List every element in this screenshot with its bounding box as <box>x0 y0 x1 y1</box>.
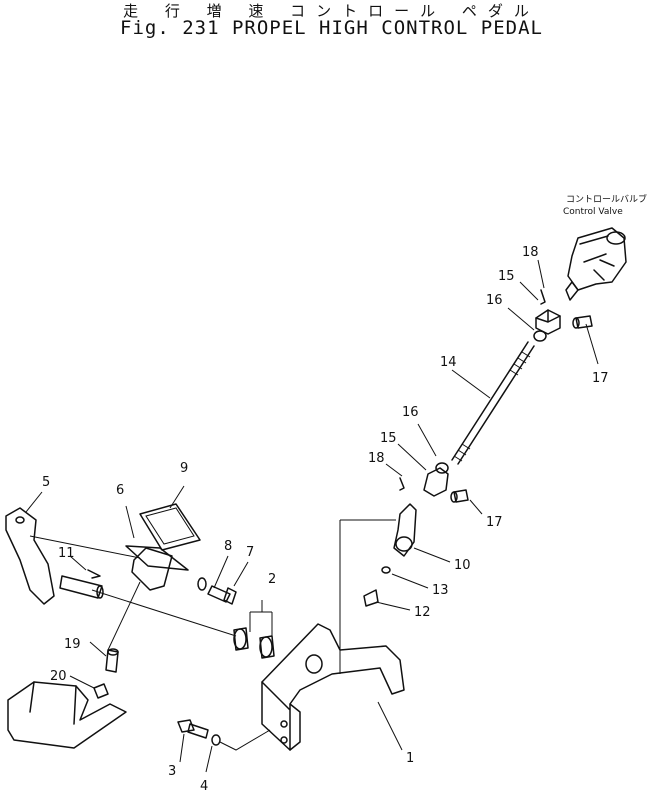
callout-10: 10 <box>454 558 471 573</box>
leader-lines <box>25 259 599 773</box>
lever <box>363 503 417 607</box>
callout-4: 4 <box>200 779 208 794</box>
figure-title: Fig. 231 PROPEL HIGH CONTROL PEDAL <box>120 17 543 39</box>
stopper-bolt <box>105 648 119 673</box>
callout-14: 14 <box>440 355 457 370</box>
callout-7: 7 <box>246 545 254 560</box>
callout-9: 9 <box>180 461 188 476</box>
pedal-pad <box>139 503 201 551</box>
rod <box>451 341 535 465</box>
pedal-arm <box>5 507 104 605</box>
upper-clevis <box>533 289 561 342</box>
callout-8: 8 <box>224 539 232 554</box>
lower-clevis <box>399 462 469 503</box>
callout-18-lower: 18 <box>368 451 385 466</box>
pedal-plate <box>125 545 189 591</box>
washer-bolt <box>197 577 237 605</box>
callout-19: 19 <box>64 637 81 652</box>
callout-13: 13 <box>432 583 449 598</box>
stopper-nut <box>93 683 109 699</box>
callout-17-upper: 17 <box>592 371 609 386</box>
bushings <box>233 627 275 659</box>
callout-17-lower: 17 <box>486 515 503 530</box>
callout-16-upper: 16 <box>486 293 503 308</box>
callout-1: 1 <box>406 751 414 766</box>
callout-6: 6 <box>116 483 124 498</box>
callout-3: 3 <box>168 764 176 779</box>
control-valve-label-jp: コントロールバルブ <box>566 193 647 205</box>
callout-20: 20 <box>50 669 67 684</box>
floor-plate <box>7 681 127 749</box>
callout-5: 5 <box>42 475 50 490</box>
mounting-bolt <box>177 719 221 746</box>
control-valve <box>565 227 627 301</box>
callout-15-upper: 15 <box>498 269 515 284</box>
title-japanese: 走 行 増 速 コントロール ペダル <box>123 2 540 20</box>
upper-pin <box>572 315 593 329</box>
callout-12: 12 <box>414 605 431 620</box>
callout-18-upper: 18 <box>522 245 539 260</box>
callout-11: 11 <box>58 546 75 561</box>
bracket <box>261 623 405 751</box>
control-valve-label-en: Control Valve <box>563 207 623 217</box>
callout-16-lower: 16 <box>402 405 419 420</box>
callout-2: 2 <box>268 572 276 587</box>
callout-15-lower: 15 <box>380 431 397 446</box>
